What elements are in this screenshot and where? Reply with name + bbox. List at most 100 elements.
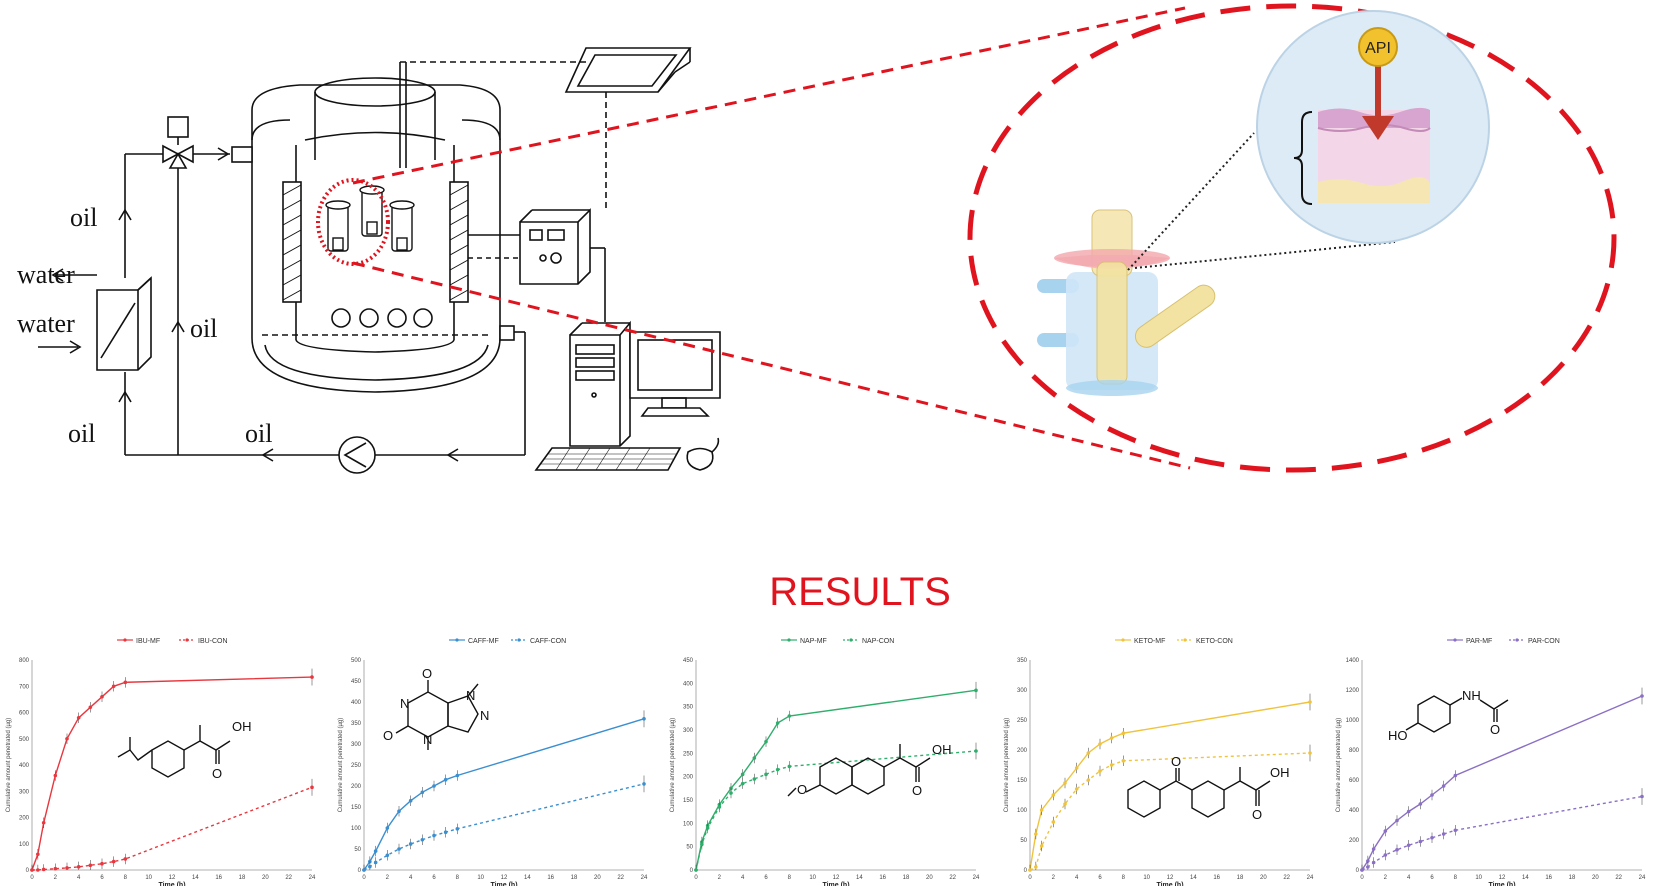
y-tick-label: 300 (19, 789, 30, 795)
data-point (1028, 868, 1032, 872)
x-tick-label: 22 (1615, 875, 1622, 881)
data-point (76, 715, 81, 720)
legend-label: CAFF-CON (530, 638, 566, 645)
mouse (686, 437, 720, 471)
data-point (787, 764, 792, 769)
y-tick-label: 0 (358, 868, 362, 874)
data-point (694, 868, 698, 872)
legend-marker (517, 638, 521, 642)
data-point (642, 717, 646, 721)
zoom-ellipse (967, 3, 1617, 473)
data-point (1406, 809, 1411, 814)
legend-marker (849, 638, 853, 642)
molecule-ketoprofen: O OH O (1127, 754, 1290, 822)
data-point (1109, 736, 1114, 740)
series-line (1361, 695, 1643, 871)
data-point (123, 857, 128, 861)
data-point (1308, 700, 1312, 704)
data-point (1640, 794, 1644, 799)
circulation-pump (338, 436, 376, 474)
water-bath-vessel (231, 62, 515, 393)
data-point (1441, 784, 1446, 788)
caff-atom-n2: N (423, 732, 432, 747)
y-tick-label: 200 (19, 816, 30, 822)
three-way-valve (162, 116, 194, 169)
x-axis-title: Time (h) (1156, 882, 1183, 886)
skin-layer-inset: API (1256, 10, 1490, 244)
x-tick-label: 14 (1522, 875, 1529, 881)
data-point (1406, 843, 1411, 848)
legend-marker (1453, 638, 1457, 642)
x-tick-label: 22 (949, 875, 956, 881)
series-line (1029, 701, 1311, 871)
data-point (455, 827, 460, 831)
data-point (775, 721, 780, 725)
nap-atom-oh: OH (932, 742, 952, 757)
data-point (88, 705, 93, 710)
y-axis-title: Cumulative amount penetrated (µg) (6, 718, 12, 813)
x-tick-label: 10 (1475, 875, 1482, 881)
skin-zoom-lines (1127, 132, 1396, 271)
x-tick-label: 20 (1592, 875, 1599, 881)
caff-atom-o1: O (422, 666, 432, 681)
data-point (111, 859, 116, 864)
y-axis-title: Cumulative amount penetrated (µg) (1004, 718, 1010, 813)
y-tick-label: 800 (1349, 748, 1360, 754)
x-tick-label: 18 (903, 875, 910, 881)
data-point (65, 866, 69, 870)
keyboard (534, 447, 682, 471)
y-tick-label: 100 (683, 821, 694, 827)
caff-atom-o2: O (383, 728, 393, 743)
data-point (1074, 766, 1079, 770)
y-tick-label: 350 (351, 721, 362, 727)
data-point (1098, 742, 1102, 746)
x-tick-label: 4 (409, 875, 413, 881)
data-point (53, 866, 58, 871)
data-point (764, 739, 768, 744)
heating-hatching (282, 184, 469, 301)
heat-exchanger (38, 268, 152, 371)
y-tick-label: 200 (683, 775, 694, 781)
data-point (1366, 859, 1370, 863)
x-tick-label: 18 (1237, 875, 1244, 881)
data-point (775, 767, 780, 772)
data-point (1063, 781, 1067, 785)
x-axis-title: Time (h) (490, 882, 517, 886)
keto-atom-oh: OH (1270, 765, 1290, 780)
data-point (1453, 773, 1458, 778)
x-tick-label: 12 (1499, 875, 1506, 881)
y-tick-label: 0 (690, 868, 694, 874)
data-point (764, 772, 768, 777)
y-tick-label: 250 (683, 751, 694, 757)
x-tick-label: 16 (1213, 875, 1220, 881)
legend-marker (455, 638, 459, 642)
x-axis-title: Time (h) (158, 882, 185, 886)
y-tick-label: 200 (351, 784, 362, 790)
y-tick-label: 100 (19, 842, 30, 848)
data-point (1366, 865, 1370, 869)
y-tick-label: 0 (26, 868, 30, 874)
ibu-atom-o: O (212, 766, 222, 781)
computer-monitor (629, 331, 721, 417)
data-point (1063, 802, 1067, 806)
y-tick-label: 400 (1349, 808, 1360, 814)
data-point (420, 790, 425, 795)
y-tick-label: 300 (351, 742, 362, 748)
results-title: RESULTS (769, 570, 951, 614)
data-point (1383, 853, 1388, 857)
data-point (1051, 793, 1056, 797)
x-tick-label: 2 (54, 875, 58, 881)
display-tablet (400, 47, 692, 210)
data-point (1034, 865, 1038, 869)
data-point (1074, 787, 1079, 791)
data-point (432, 784, 436, 788)
data-point (100, 694, 104, 699)
data-point (1121, 759, 1126, 763)
x-tick-label: 12 (833, 875, 840, 881)
y-tick-label: 450 (683, 658, 694, 664)
data-point (36, 852, 40, 857)
data-point (408, 798, 413, 803)
